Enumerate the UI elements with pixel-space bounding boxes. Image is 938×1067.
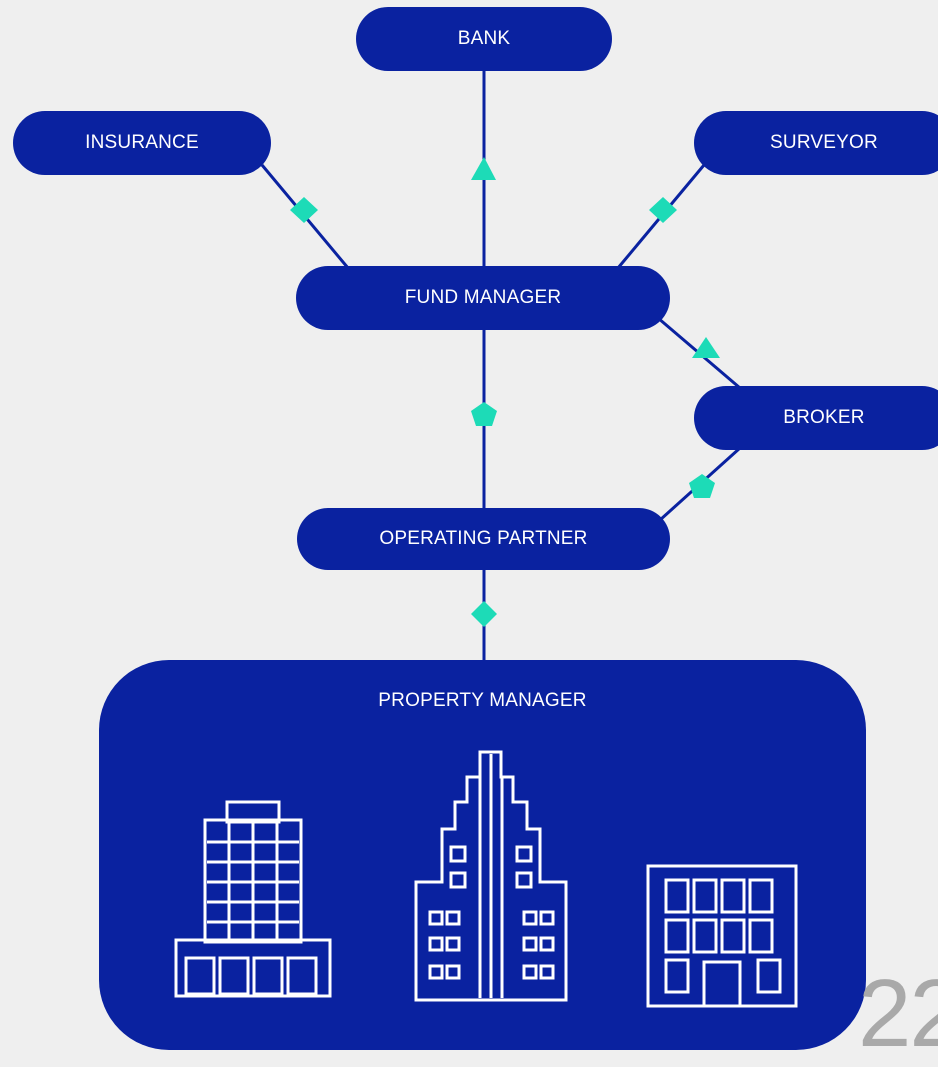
node-operating-partner-label: OPERATING PARTNER <box>379 528 588 549</box>
diamond-icon <box>649 197 677 223</box>
node-broker-label: BROKER <box>783 407 865 428</box>
apartment-block-icon <box>646 864 798 1008</box>
diamond-icon <box>290 197 318 223</box>
node-surveyor: SURVEYOR <box>694 111 938 175</box>
diamond-icon <box>471 601 497 627</box>
node-operating-partner: OPERATING PARTNER <box>297 508 670 570</box>
connector-layer <box>260 71 742 660</box>
building-icons-layer <box>174 750 798 1008</box>
skyscraper-icon <box>414 750 568 1002</box>
page-number: 22 <box>858 960 938 1067</box>
node-property-manager: PROPERTY MANAGER <box>99 660 866 1050</box>
triangle-icon <box>692 337 720 358</box>
pentagon-icon <box>689 474 715 498</box>
office-tower-icon <box>174 800 332 998</box>
node-broker: BROKER <box>694 386 938 450</box>
node-surveyor-label: SURVEYOR <box>770 132 878 153</box>
node-fund-manager: FUND MANAGER <box>296 266 670 330</box>
node-bank-label: BANK <box>457 28 511 49</box>
node-property-manager-label: PROPERTY MANAGER <box>378 690 587 711</box>
node-insurance-label: INSURANCE <box>85 132 199 153</box>
node-bank: BANK <box>356 7 612 71</box>
pentagon-icon <box>471 402 497 426</box>
node-fund-manager-label: FUND MANAGER <box>404 287 562 308</box>
triangle-icon <box>471 157 496 180</box>
node-insurance: INSURANCE <box>13 111 271 175</box>
